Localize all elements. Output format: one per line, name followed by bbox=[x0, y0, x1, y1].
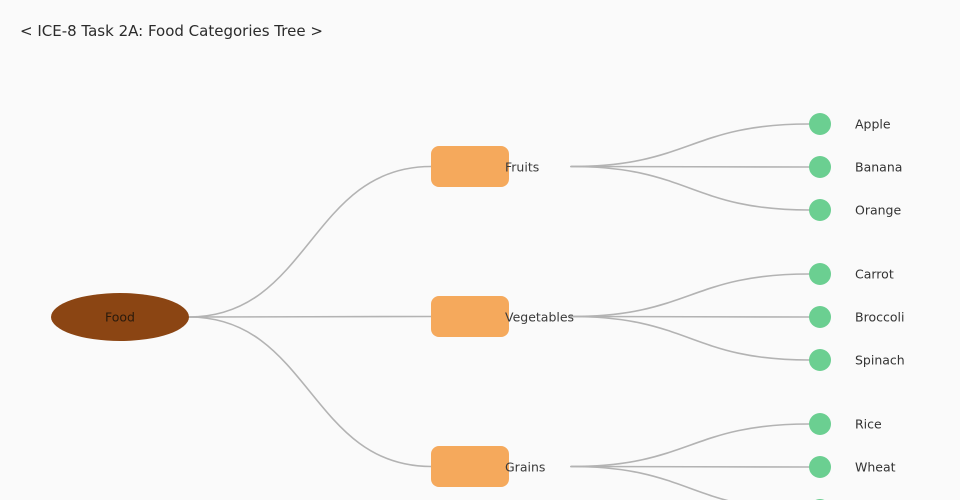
edge-grains-to-barley bbox=[570, 465, 729, 500]
leaf-node-carrot[interactable]: Carrot bbox=[809, 263, 894, 285]
edge-root-to-fruits bbox=[188, 165, 432, 318]
leaf-node-rice[interactable]: Rice bbox=[809, 413, 882, 435]
category-node-vegetables[interactable]: Vegetables bbox=[431, 296, 574, 337]
edge-root-to-grains bbox=[188, 316, 432, 468]
edge-fruits-to-orange bbox=[570, 165, 810, 211]
leaf-node-banana[interactable]: Banana bbox=[809, 156, 902, 178]
edge-root-to-vegetables bbox=[188, 315, 432, 318]
category-node-label-fruits: Fruits bbox=[505, 160, 539, 175]
root-node-shape[interactable] bbox=[51, 293, 189, 341]
leaf-node-label-spinach: Spinach bbox=[855, 353, 905, 368]
edges-layer bbox=[188, 123, 810, 500]
edge-grains-to-wheat bbox=[570, 465, 810, 468]
leaf-node-label-broccoli: Broccoli bbox=[855, 310, 904, 325]
leaf-node-dot[interactable] bbox=[809, 349, 831, 371]
root-node-food[interactable]: Food bbox=[51, 293, 189, 341]
edge-fruits-to-apple bbox=[570, 123, 810, 168]
leaf-node-label-wheat: Wheat bbox=[855, 460, 896, 475]
category-node-shape[interactable] bbox=[431, 146, 509, 187]
leaf-node-orange[interactable]: Orange bbox=[809, 199, 901, 221]
leaf-node-apple[interactable]: Apple bbox=[809, 113, 891, 135]
leaf-node-label-banana: Banana bbox=[855, 160, 902, 175]
leaf-node-spinach[interactable]: Spinach bbox=[809, 349, 905, 371]
edge-vegetables-to-broccoli bbox=[570, 315, 810, 318]
leaf-node-broccoli[interactable]: Broccoli bbox=[809, 306, 904, 328]
category-node-fruits[interactable]: Fruits bbox=[431, 146, 539, 187]
category-node-grains[interactable]: Grains bbox=[431, 446, 545, 487]
leaf-node-label-orange: Orange bbox=[855, 203, 901, 218]
category-node-label-vegetables: Vegetables bbox=[505, 310, 574, 325]
leaf-node-dot[interactable] bbox=[809, 113, 831, 135]
edge-vegetables-to-spinach bbox=[570, 315, 810, 361]
edge-vegetables-to-carrot bbox=[570, 273, 810, 318]
category-node-label-grains: Grains bbox=[505, 460, 545, 475]
leaf-node-wheat[interactable]: Wheat bbox=[809, 456, 896, 478]
leaf-node-label-rice: Rice bbox=[855, 417, 882, 432]
page-title: < ICE-8 Task 2A: Food Categories Tree > bbox=[20, 22, 323, 40]
root-node-label: Food bbox=[105, 310, 135, 325]
leaf-node-dot[interactable] bbox=[809, 156, 831, 178]
leaf-node-dot[interactable] bbox=[809, 456, 831, 478]
leaf-node-label-carrot: Carrot bbox=[855, 267, 894, 282]
leaf-node-dot[interactable] bbox=[809, 263, 831, 285]
category-node-shape[interactable] bbox=[431, 446, 509, 487]
edge-grains-to-rice bbox=[570, 423, 810, 468]
leaf-node-dot[interactable] bbox=[809, 306, 831, 328]
edge-fruits-to-banana bbox=[570, 165, 810, 168]
leaf-node-dot[interactable] bbox=[809, 413, 831, 435]
leaf-node-label-apple: Apple bbox=[855, 117, 891, 132]
leaf-node-dot[interactable] bbox=[809, 199, 831, 221]
category-node-shape[interactable] bbox=[431, 296, 509, 337]
